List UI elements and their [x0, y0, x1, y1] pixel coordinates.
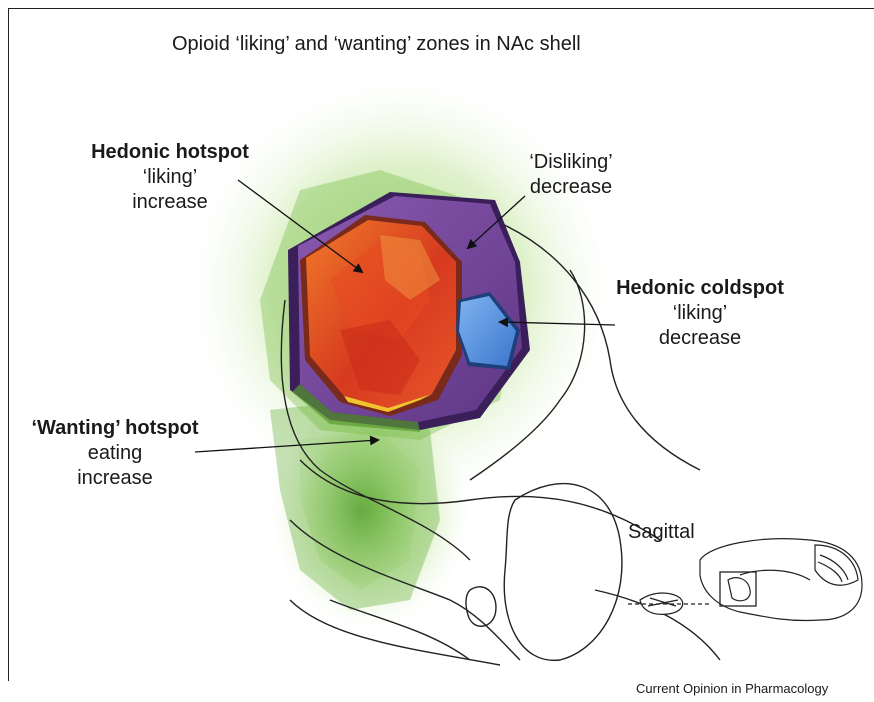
hedonic-coldspot-line1: ‘liking’: [600, 301, 800, 326]
hedonic-hotspot-name: Hedonic hotspot: [70, 140, 270, 165]
disliking-line1: ‘Disliking’: [506, 150, 636, 175]
wanting-hotspot-name: ‘Wanting’ hotspot: [10, 416, 220, 441]
wanting-hotspot-label: ‘Wanting’ hotspot eating increase: [10, 416, 220, 491]
hedonic-hotspot-label: Hedonic hotspot ‘liking’ increase: [70, 140, 270, 215]
wanting-hotspot-line2: increase: [10, 466, 220, 491]
source-credit: Current Opinion in Pharmacology: [636, 681, 828, 697]
hedonic-hotspot-line1: ‘liking’: [70, 165, 270, 190]
figure-title: Opioid ‘liking’ and ‘wanting’ zones in N…: [172, 32, 581, 57]
wanting-hotspot-line1: eating: [10, 441, 220, 466]
hedonic-hotspot-line2: increase: [70, 190, 270, 215]
hedonic-coldspot-line2: decrease: [600, 326, 800, 351]
hedonic-coldspot-label: Hedonic coldspot ‘liking’ decrease: [600, 276, 800, 351]
sagittal-inset: [628, 539, 862, 621]
sagittal-label: Sagittal: [628, 520, 695, 545]
disliking-line2: decrease: [506, 175, 636, 200]
hedonic-coldspot-name: Hedonic coldspot: [600, 276, 800, 301]
disliking-label: ‘Disliking’ decrease: [506, 150, 636, 200]
